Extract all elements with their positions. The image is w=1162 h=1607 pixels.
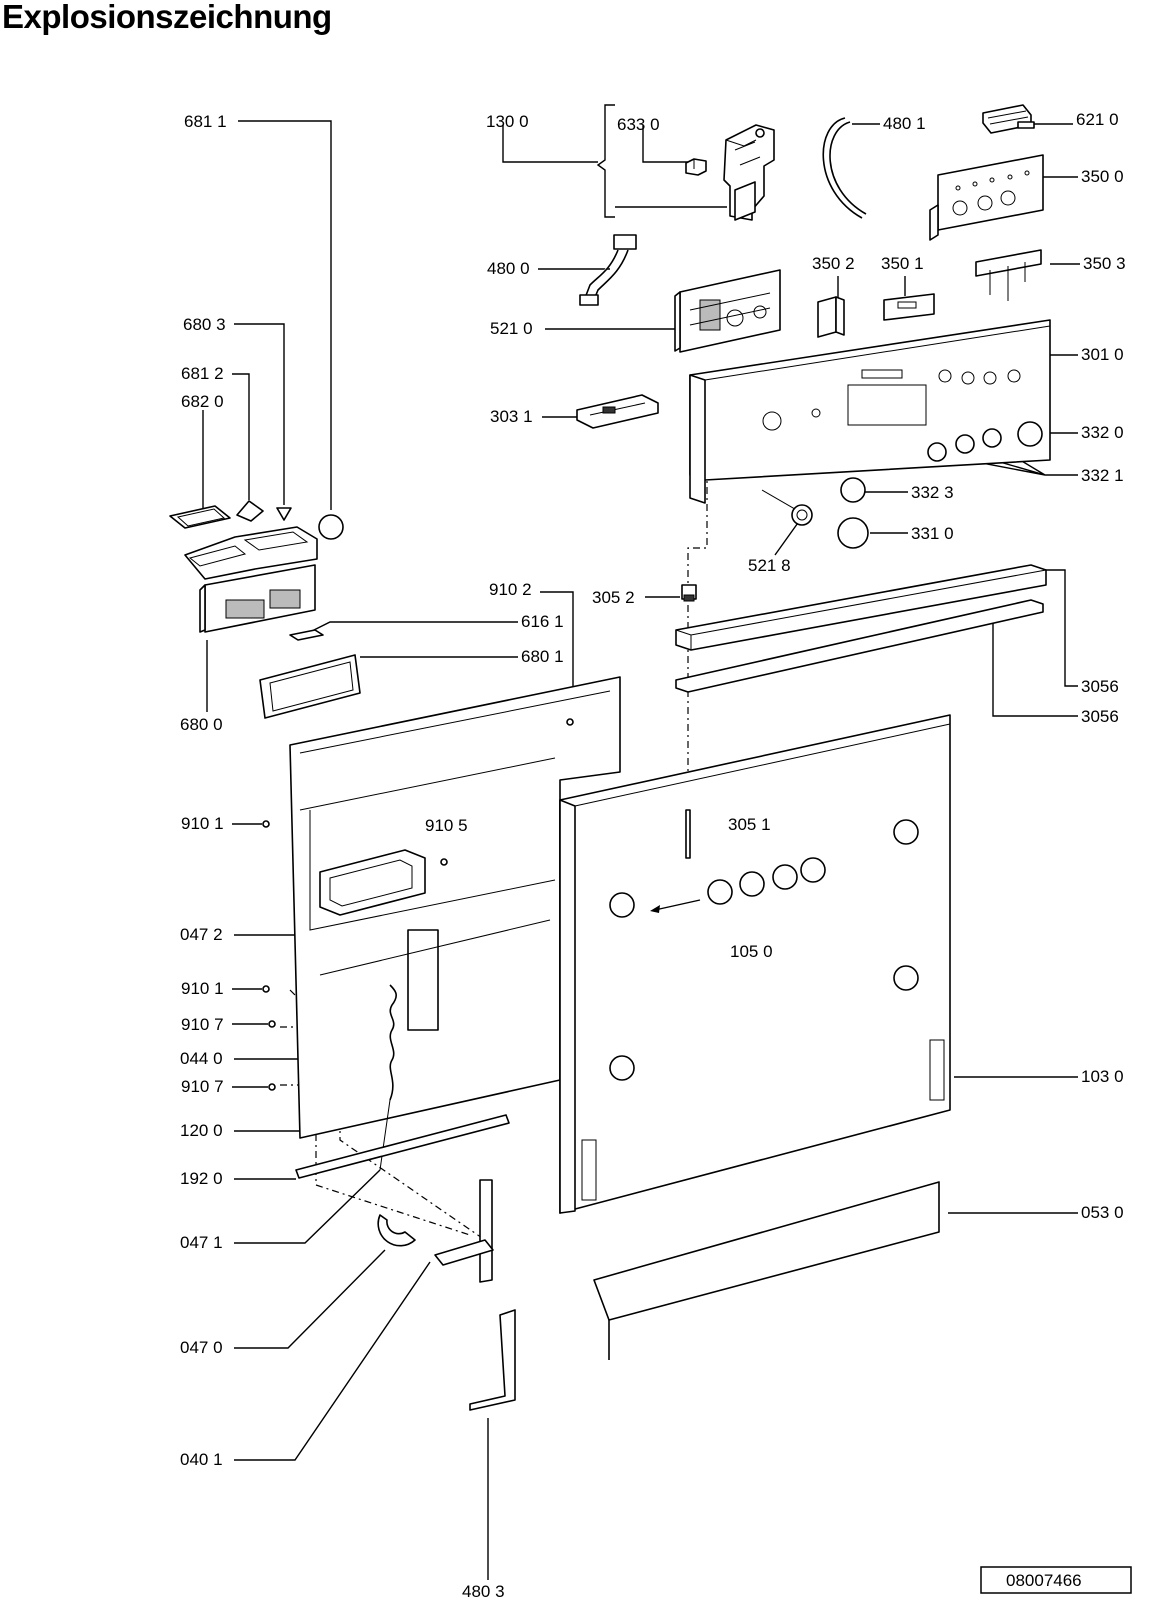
label-910-1-a: 910 1 [181,814,224,833]
label-480-3: 480 3 [462,1582,505,1601]
door-feet [650,857,826,913]
label-350-2: 350 2 [812,254,855,273]
dispenser-seal [259,654,361,719]
dispenser-cap [236,500,264,522]
label-480-1: 480 1 [883,114,926,133]
label-910-1-b: 910 1 [181,979,224,998]
label-105-0: 105 0 [730,942,773,961]
door-spring [379,984,397,1171]
label-044-0: 044 0 [180,1049,223,1068]
label-192-0: 192 0 [180,1169,223,1188]
label-301-0: 301 0 [1081,345,1124,364]
small-board [982,104,1035,134]
hinge-pin [681,584,697,602]
label-910-2: 910 2 [489,580,532,599]
dispenser-gasket [169,505,231,529]
label-521-0: 521 0 [490,319,533,338]
label-521-8: 521 8 [748,556,791,575]
label-047-0: 047 0 [180,1338,223,1357]
sensor-part [761,489,813,526]
long-pin [685,809,691,859]
inner-door [289,676,621,1139]
label-053-0: 053 0 [1081,1203,1124,1222]
label-633-0: 633 0 [617,115,660,134]
label-616-1: 616 1 [521,612,564,631]
label-680-1: 680 1 [521,647,564,666]
label-331-0: 331 0 [911,524,954,543]
hinge-parts [377,1179,494,1283]
dispenser-screw [276,507,292,521]
clip-part [817,296,845,338]
label-040-1: 040 1 [180,1450,223,1469]
door-lock [723,124,775,221]
label-910-5: 910 5 [425,816,468,835]
label-047-2: 047 2 [180,925,223,944]
wiring-harness [579,234,637,306]
label-910-7-b: 910 7 [181,1077,224,1096]
label-130-0: 130 0 [486,112,529,131]
switch-block [576,394,659,429]
label-332-0: 332 0 [1081,423,1124,442]
l-bracket [469,1309,516,1411]
label-305-2: 305 2 [592,588,635,607]
screws [262,718,574,1091]
label-3056-a: 3056 [1081,677,1119,696]
label-3056-b: 3056 [1081,707,1119,726]
electronics-module [674,269,781,353]
label-305-1: 305 1 [728,815,771,834]
document-number-box: 08007466 [980,1566,1132,1594]
label-332-1: 332 1 [1081,466,1124,485]
plate-part [883,293,935,321]
outer-door [559,714,951,1214]
label-350-3: 350 3 [1083,254,1126,273]
document-number: 08007466 [1006,1571,1082,1590]
label-621-0: 621 0 [1076,110,1119,129]
latch-part [685,158,707,176]
label-480-0: 480 0 [487,259,530,278]
label-103-0: 103 0 [1081,1067,1124,1086]
dispenser-flap [289,629,324,641]
label-303-1: 303 1 [490,407,533,426]
control-panel [689,319,1051,504]
part-labels: 681 1 130 0 633 0 480 1 621 0 350 0 480 … [180,110,1126,1601]
detergent-dispenser [184,526,318,633]
label-332-3: 332 3 [911,483,954,502]
label-680-0: 680 0 [180,715,223,734]
round-seal [318,514,344,540]
label-350-1: 350 1 [881,254,924,273]
label-910-7-a: 910 7 [181,1015,224,1034]
label-047-1: 047 1 [180,1233,223,1252]
knobs [837,421,1043,549]
control-board [929,154,1044,241]
bracket-part [975,249,1042,301]
label-681-2: 681 2 [181,364,224,383]
label-120-0: 120 0 [180,1121,223,1140]
page-title: Explosionszeichnung [2,0,332,35]
label-350-0: 350 0 [1081,167,1124,186]
label-680-3: 680 3 [183,315,226,334]
kick-plate [593,1181,940,1360]
label-681-1: 681 1 [184,112,227,131]
cable-arc [822,117,867,219]
door-rail [295,1114,510,1179]
top-strips [675,564,1047,693]
label-682-0: 682 0 [181,392,224,411]
